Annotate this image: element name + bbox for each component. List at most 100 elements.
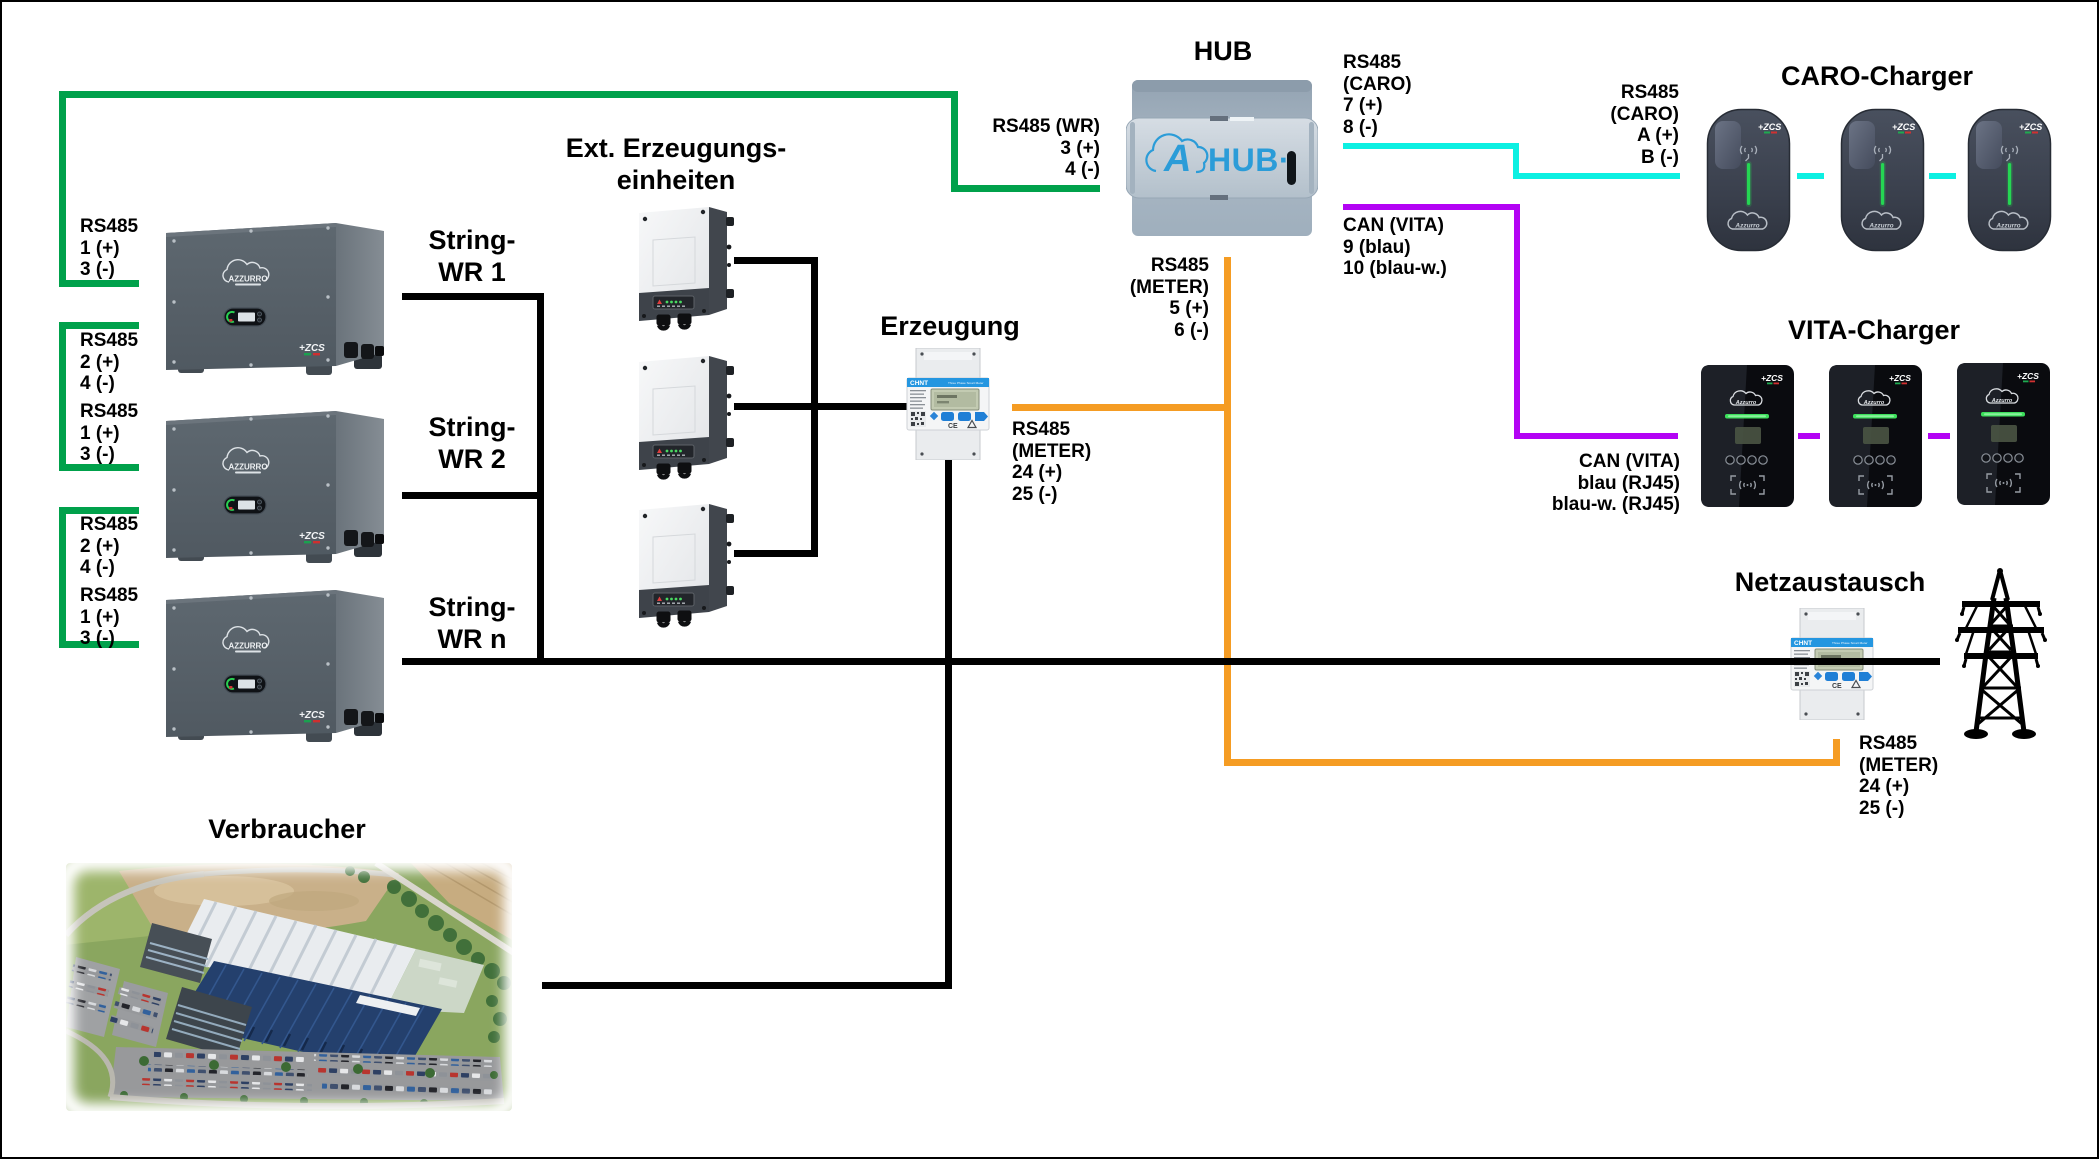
wire-label-hub-rs485-wr: RS485 (WR) 3 (+) 4 (-) bbox=[992, 116, 1100, 180]
zcs-logo: +ZCS bbox=[299, 710, 325, 723]
svg-text:Azzurro: Azzurro bbox=[1991, 398, 2013, 404]
svg-text:Azzurro: Azzurro bbox=[1735, 400, 1757, 406]
svg-text:+ZCS: +ZCS bbox=[299, 710, 325, 721]
zcs-logo: +ZCS bbox=[1892, 122, 1915, 134]
string-inverter-2: AZZURRO +ZCS bbox=[158, 406, 398, 564]
meter-qr-code bbox=[1794, 671, 1810, 687]
wire-purple-vita-dash-2 bbox=[1928, 433, 1950, 439]
svg-text:AZZURRO: AZZURRO bbox=[228, 642, 267, 651]
meter-spec-lines bbox=[910, 390, 926, 409]
vita-buttons bbox=[1981, 453, 2024, 463]
led-bar bbox=[1853, 414, 1897, 419]
ext-inverter-led-panel bbox=[652, 592, 695, 607]
label-string-wr-1: String- WR 1 bbox=[428, 225, 516, 287]
svg-text:AZZURRO: AZZURRO bbox=[228, 275, 267, 284]
meter-certification: CE bbox=[948, 419, 978, 430]
led-strip bbox=[2006, 161, 2013, 207]
string-inverter-n: AZZURRO +ZCS bbox=[158, 585, 398, 743]
wire-green-bracket1-arm bbox=[58, 279, 139, 287]
azzurro-logo: Azzurro bbox=[1988, 210, 2029, 230]
led-bar bbox=[1981, 412, 2025, 417]
vita-charger-1: +ZCS Azzurro bbox=[1700, 364, 1795, 508]
wire-cyan-caro-seg1 bbox=[1343, 143, 1519, 149]
svg-text:+ZCS: +ZCS bbox=[1889, 373, 1911, 383]
wire-label-hub-can-vita: CAN (VITA) 9 (blau) 10 (blau-w.) bbox=[1343, 215, 1447, 279]
office-building-a bbox=[140, 923, 212, 983]
zcs-logo: +ZCS bbox=[1889, 373, 1911, 385]
vita-buttons bbox=[1725, 455, 1768, 465]
wire-cyan-caro-dash-2 bbox=[1929, 173, 1956, 179]
wire-label-netz-meter: RS485 (METER) 24 (+) 25 (-) bbox=[1859, 733, 1939, 819]
wire-green-bracket2-vert bbox=[58, 321, 66, 471]
trees bbox=[345, 866, 511, 1043]
wire-black-ext1-stub bbox=[734, 256, 818, 264]
azzurro-logo: Azzurro bbox=[1985, 388, 2019, 404]
ext-inverter-3 bbox=[633, 500, 745, 630]
vita-display bbox=[1991, 425, 2017, 442]
wire-green-bracket3-arm-top bbox=[58, 506, 139, 514]
wire-orange-erzeugung-out bbox=[1012, 403, 1231, 411]
farm-field bbox=[409, 861, 514, 941]
zcs-logo: +ZCS bbox=[299, 531, 325, 544]
meter-buttons bbox=[929, 411, 988, 421]
svg-text:A: A bbox=[1163, 138, 1191, 180]
svg-text:CHNT: CHNT bbox=[910, 380, 928, 387]
svg-text:+ZCS: +ZCS bbox=[299, 531, 325, 542]
wire-green-bracket3-vert bbox=[58, 506, 66, 648]
meter-qr-code bbox=[910, 411, 926, 427]
wire-green-bracket3-arm-bot bbox=[58, 640, 139, 648]
contactless-icon bbox=[1739, 145, 1758, 162]
wire-black-ext-bus bbox=[810, 256, 818, 557]
hub-body bbox=[1125, 80, 1319, 236]
wire-label-vita-can: CAN (VITA) blau (RJ45) blau-w. (RJ45) bbox=[1551, 451, 1680, 515]
erzeugung-meter: CHNT Three Phase Smart Meter bbox=[904, 347, 992, 461]
svg-text:+ZCS: +ZCS bbox=[1758, 122, 1781, 132]
azzurro-logo: Azzurro bbox=[1729, 390, 1763, 406]
caro-charger-1: +ZCS Azzurro bbox=[1706, 108, 1791, 252]
svg-text:CE: CE bbox=[948, 423, 958, 430]
meter-header: CHNT Three Phase Smart Meter bbox=[1791, 638, 1873, 647]
caro-charger-3: +ZCS Azzurro bbox=[1967, 108, 2052, 252]
vita-charger-3: +ZCS Azzurro bbox=[1956, 362, 2051, 506]
zcs-logo: +ZCS bbox=[299, 343, 325, 356]
wire-green-top-run bbox=[59, 90, 958, 98]
title-vita-charger: VITA-Charger bbox=[1787, 315, 1961, 345]
wire-black-erzeugung-drop bbox=[944, 458, 952, 988]
svg-text:Azzurro: Azzurro bbox=[1863, 400, 1885, 406]
road-diagonal bbox=[374, 860, 516, 956]
verbraucher-photo bbox=[42, 839, 536, 1135]
wire-purple-vita-dash-1 bbox=[1798, 433, 1820, 439]
ext-inverter-led-panel bbox=[652, 295, 695, 310]
wire-black-verbraucher-line bbox=[542, 981, 952, 989]
svg-text:+ZCS: +ZCS bbox=[299, 343, 325, 354]
meter-lcd bbox=[930, 388, 980, 411]
svg-text:Three Phase Smart Meter: Three Phase Smart Meter bbox=[1832, 641, 1868, 645]
title-verbraucher: Verbraucher bbox=[208, 814, 366, 844]
wire-label-inv2-port24: RS485 2 (+) 4 (-) bbox=[80, 514, 139, 578]
wire-green-bracket1-vert bbox=[58, 90, 66, 287]
wire-label-inv2-port13: RS485 1 (+) 3 (-) bbox=[80, 401, 139, 465]
svg-text:AZZURRO: AZZURRO bbox=[228, 463, 267, 472]
vita-display bbox=[1735, 427, 1761, 444]
wire-purple-vita-drop bbox=[1514, 204, 1520, 439]
svg-text:+ZCS: +ZCS bbox=[1761, 373, 1783, 383]
ext-inverter-connectors bbox=[656, 313, 692, 331]
wire-purple-vita-seg2 bbox=[1514, 433, 1678, 439]
azzurro-logo: Azzurro bbox=[1857, 390, 1891, 406]
wire-black-wr-bus bbox=[536, 292, 544, 665]
hub-device: A HUB· bbox=[1125, 78, 1319, 238]
title-netzaustausch: Netzaustausch bbox=[1734, 567, 1926, 597]
label-string-wr-n: String- WR n bbox=[428, 592, 516, 654]
contactless-icon bbox=[1873, 145, 1892, 162]
inverter-body bbox=[166, 411, 384, 563]
road-curve bbox=[63, 871, 205, 937]
inverter-body bbox=[166, 223, 384, 375]
photo-scene bbox=[63, 860, 516, 1113]
wire-label-caro-rs485: RS485 (CARO) A (+) B (-) bbox=[1610, 82, 1679, 168]
wire-purple-vita-seg1 bbox=[1343, 204, 1520, 210]
wire-label-inv1-port24: RS485 2 (+) 4 (-) bbox=[80, 330, 139, 394]
contactless-icon bbox=[2000, 145, 2019, 162]
zcs-logo: +ZCS bbox=[2017, 371, 2039, 383]
wire-orange-netz-meter-rise bbox=[1833, 739, 1840, 766]
